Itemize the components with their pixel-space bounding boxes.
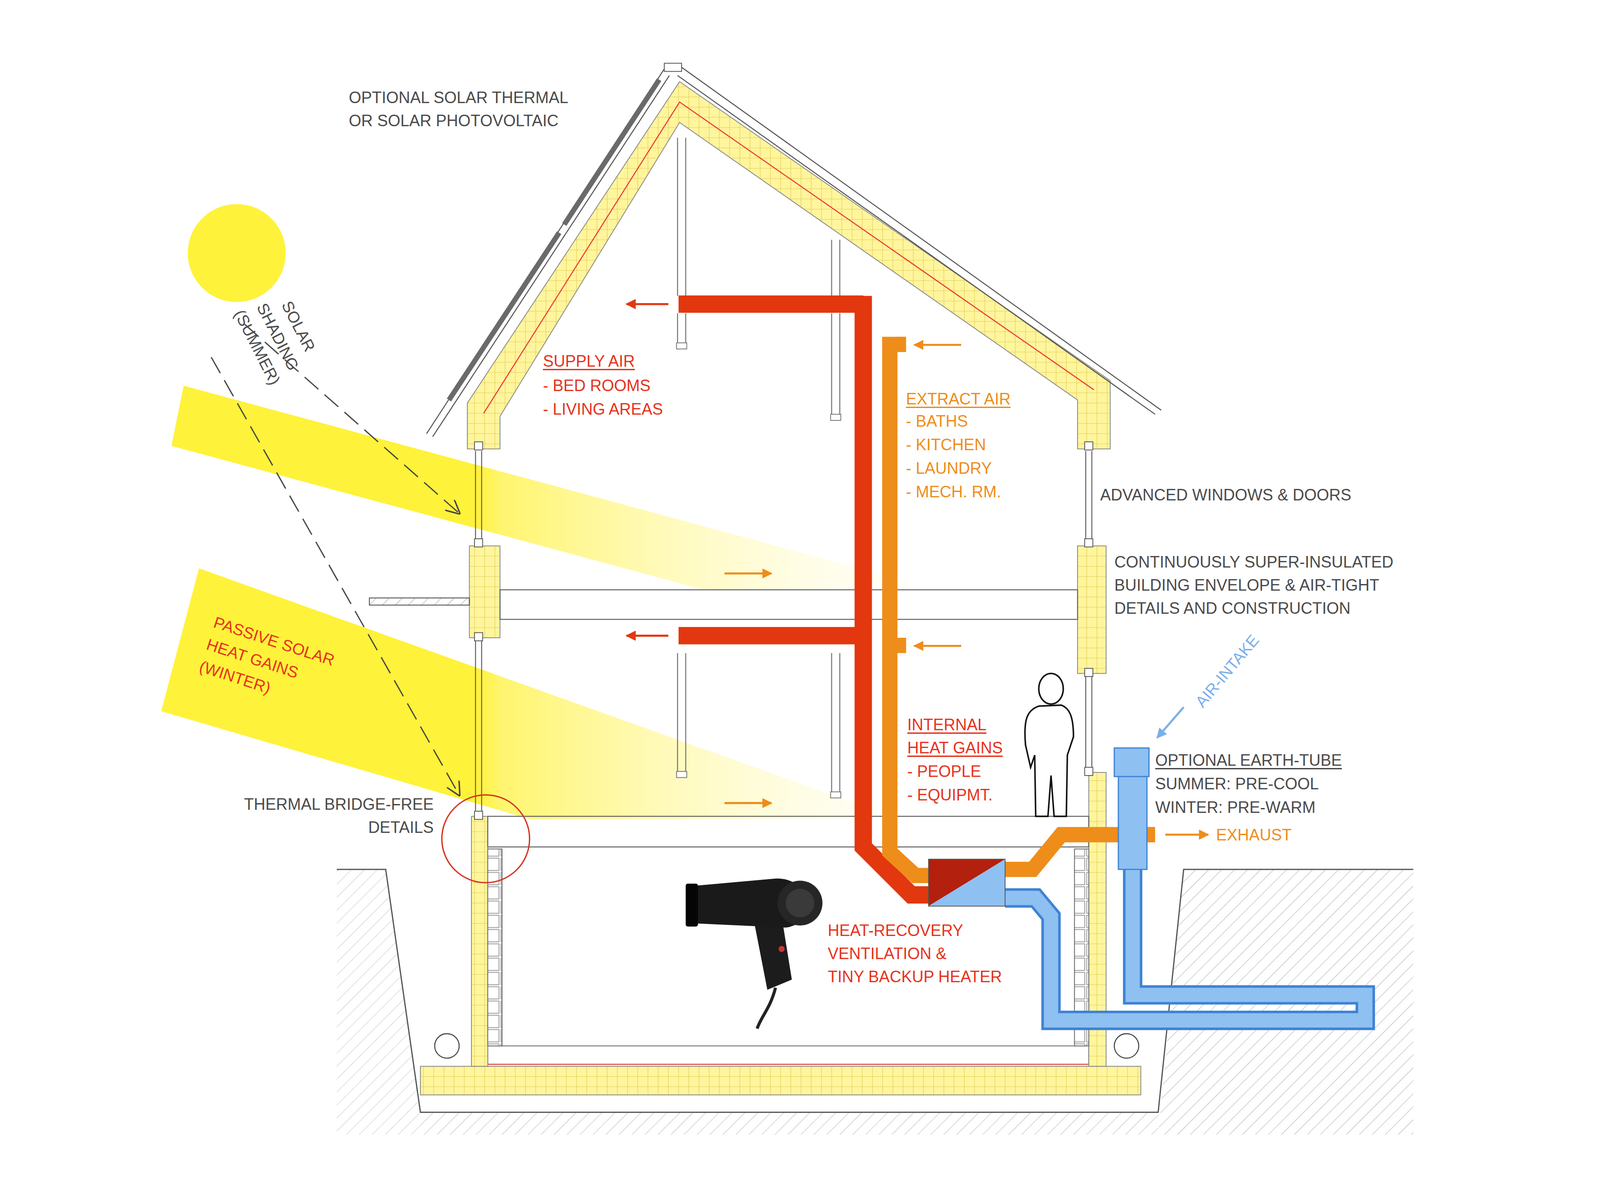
annotation-label: AIR-INTAKE (1189, 628, 1266, 713)
annotation-label: SOLAR SHADING (SUMMER) (227, 284, 328, 390)
annotation-label: - KITCHEN (905, 433, 987, 457)
annotation-label: OPTIONAL SOLAR THERMAL OR SOLAR PHOTOVOL… (348, 86, 570, 133)
annotation-label: OPTIONAL EARTH-TUBE (1155, 748, 1344, 772)
annotation-label: THERMAL BRIDGE-FREE DETAILS (243, 792, 434, 839)
annotation-label: EXTRACT AIR (905, 387, 1012, 411)
annotation-label: CONTINUOUSLY SUPER-INSULATED BUILDING EN… (1114, 550, 1395, 620)
heat-recovery-unit (928, 858, 1006, 906)
walls (369, 137, 1106, 847)
annotation-label: EXHAUST (1216, 823, 1293, 847)
annotation-label: ADVANCED WINDOWS & DOORS (1100, 483, 1353, 507)
annotation-label: - MECH. RM. (905, 480, 1002, 504)
annotation-label: SUPPLY AIR (542, 349, 636, 373)
person-figure (1025, 673, 1074, 816)
annotation-label: - LIVING AREAS (542, 397, 665, 421)
annotation-label: - LAUNDRY (905, 456, 994, 480)
hair-dryer (685, 878, 823, 1029)
detail-circle (441, 794, 530, 883)
annotation-label: INTERNAL HEAT GAINS (907, 713, 1004, 760)
annotation-label: PASSIVE SOLAR HEAT GAINS (WINTER) (196, 610, 339, 717)
annotation-label: - PEOPLE (907, 759, 983, 783)
solar-angle-lines (211, 324, 459, 795)
annotation-label: HEAT-RECOVERY VENTILATION & TINY BACKUP … (827, 918, 1004, 989)
annotation-label: WINTER: PRE-WARM (1155, 795, 1317, 819)
annotation-label: - BATHS (905, 409, 970, 433)
ducts (626, 295, 1366, 1021)
annotation-label: - BED ROOMS (542, 374, 652, 398)
foundation (420, 772, 1141, 1095)
annotation-label: - EQUIPMT. (907, 783, 994, 807)
annotation-label: SUMMER: PRE-COOL (1155, 772, 1321, 796)
